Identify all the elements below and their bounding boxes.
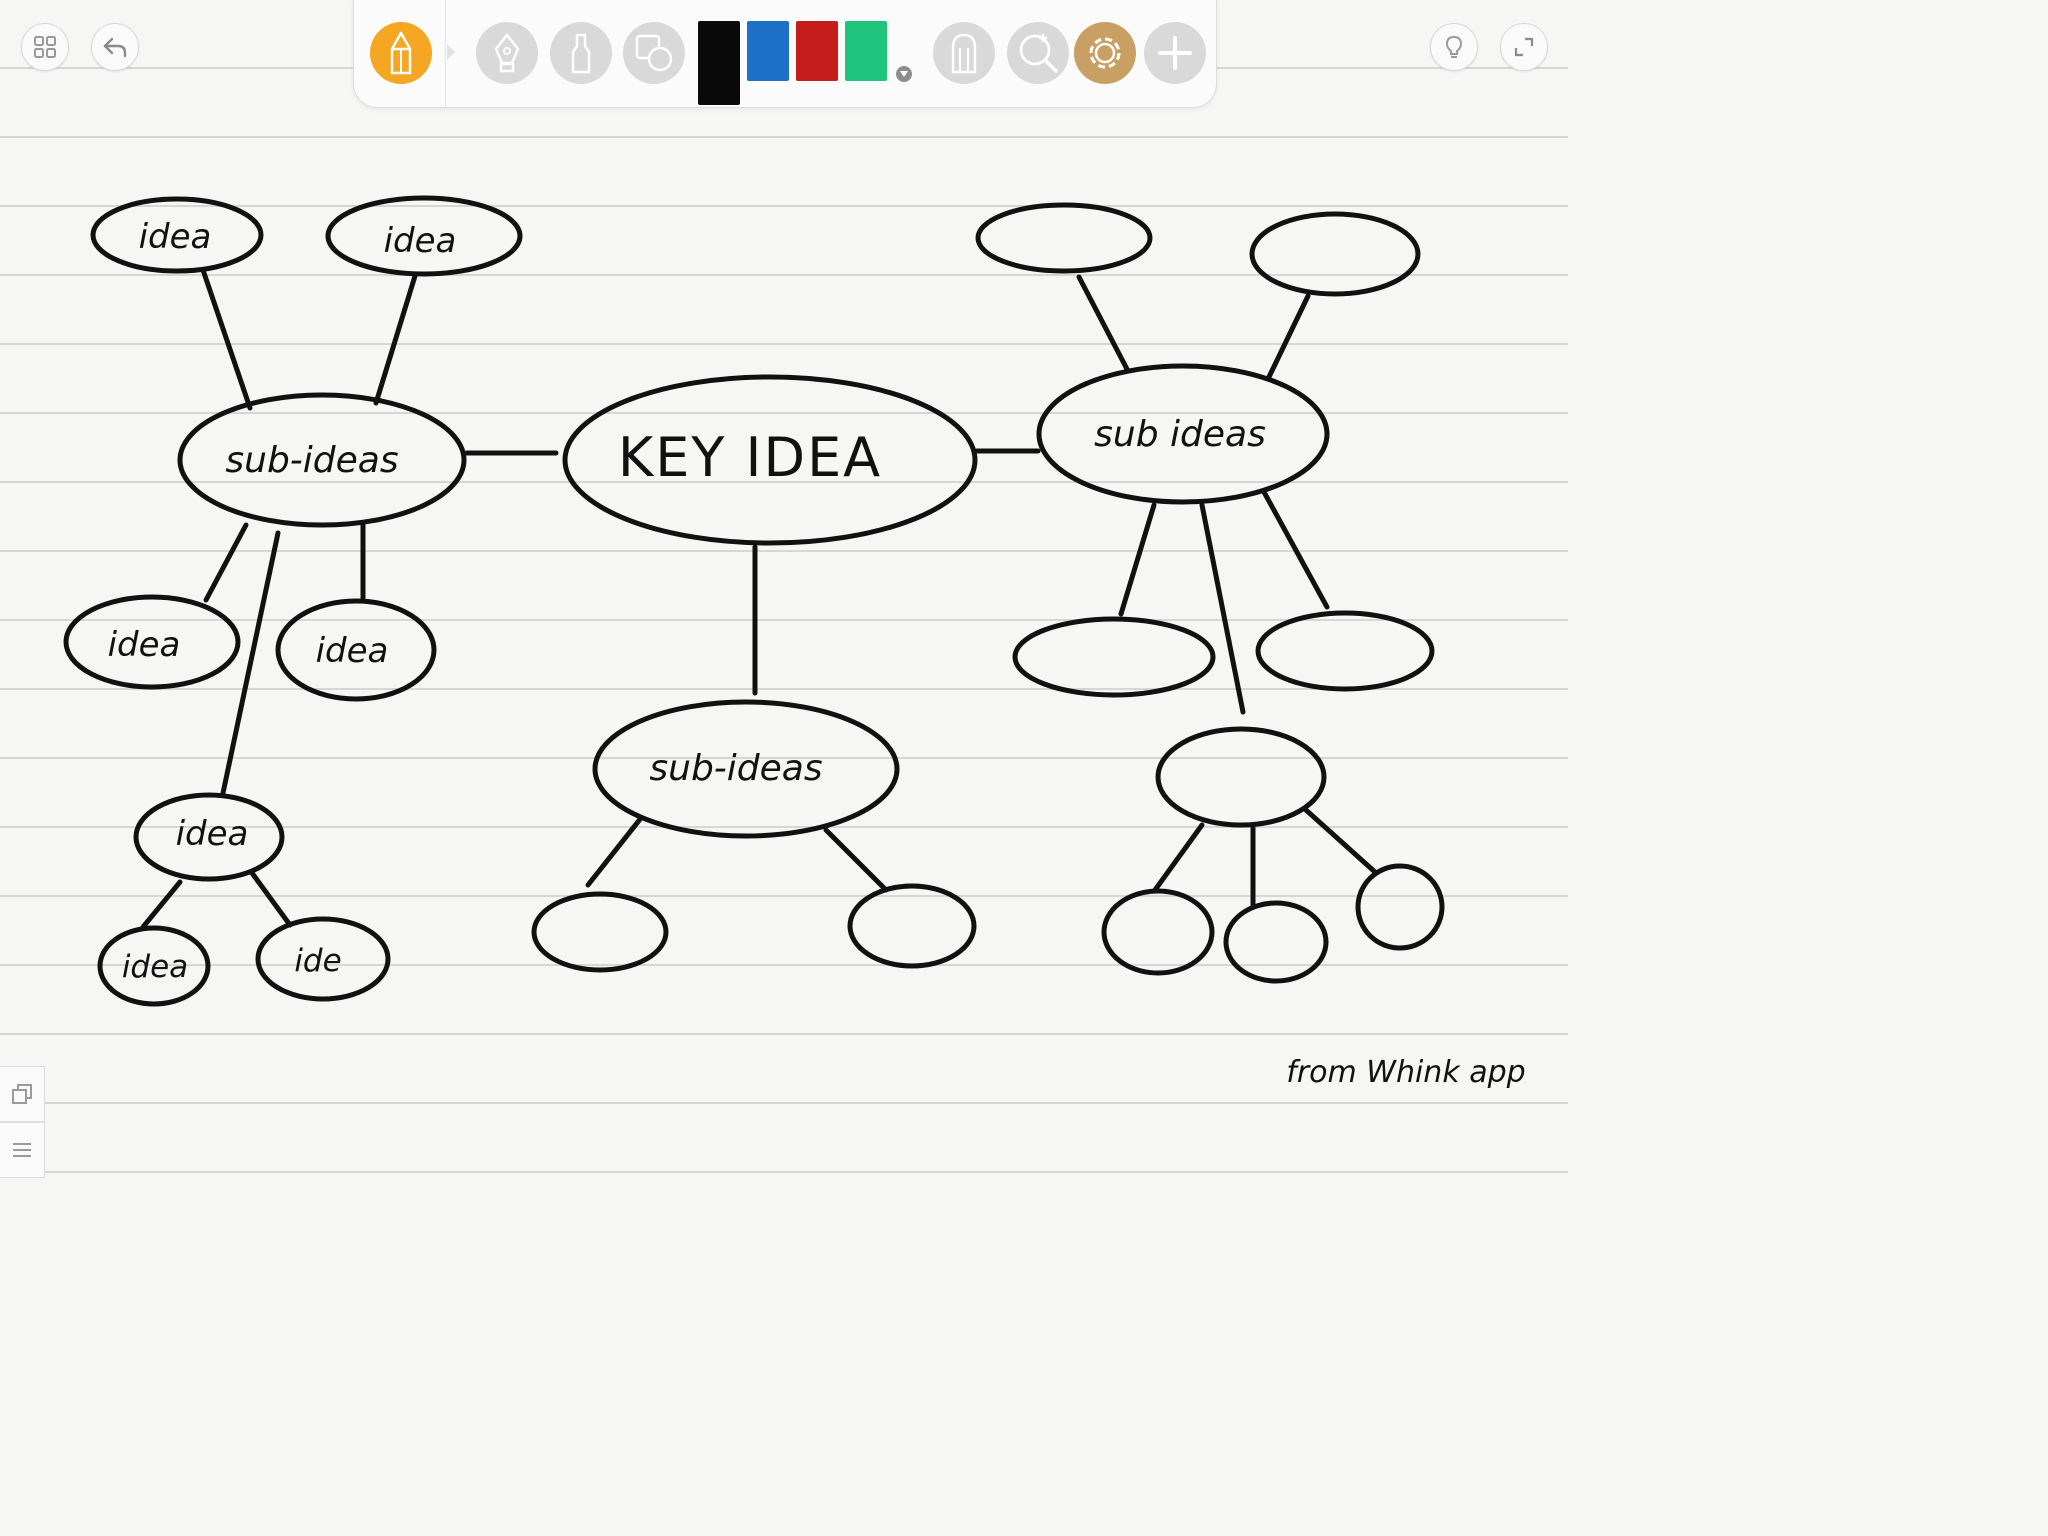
idea-node[interactable] bbox=[275, 598, 437, 702]
empty-node[interactable] bbox=[847, 883, 977, 969]
empty-node[interactable] bbox=[1012, 616, 1216, 698]
color-swatch-green[interactable] bbox=[845, 21, 887, 81]
empty-node[interactable] bbox=[1223, 900, 1329, 984]
idea-label: ide bbox=[294, 943, 341, 979]
pen-icon bbox=[494, 33, 520, 73]
key-idea-label: KEY IDEA bbox=[618, 426, 882, 489]
idea-label: idea bbox=[139, 217, 212, 257]
pencil-icon bbox=[390, 31, 412, 75]
left-subideas-label: sub-ideas bbox=[225, 440, 398, 481]
add-icon bbox=[1158, 36, 1192, 70]
pages-icon bbox=[12, 1084, 32, 1104]
idea-label: idea bbox=[108, 625, 181, 665]
idea-node[interactable] bbox=[97, 925, 211, 1007]
drawing-canvas[interactable]: KEY IDEA sub-ideas sub ideas sub-ideas i… bbox=[0, 0, 1568, 1176]
pencil-tool[interactable] bbox=[370, 22, 432, 84]
zoom-icon bbox=[1019, 34, 1058, 73]
expand-icon bbox=[1514, 37, 1534, 57]
eraser-tool[interactable] bbox=[933, 22, 995, 84]
empty-node[interactable] bbox=[1249, 211, 1421, 297]
chevron-down-icon bbox=[900, 71, 908, 77]
add-tool[interactable] bbox=[1144, 22, 1206, 84]
bottom-subideas-label: sub-ideas bbox=[649, 748, 822, 789]
color-swatch-black[interactable] bbox=[698, 21, 740, 105]
grid-icon bbox=[34, 36, 56, 58]
right-subideas-label: sub ideas bbox=[1094, 414, 1266, 455]
empty-node[interactable] bbox=[1255, 610, 1435, 692]
drawing-toolbar bbox=[353, 0, 1217, 108]
idea-node[interactable] bbox=[90, 196, 264, 274]
menu-button[interactable] bbox=[0, 1122, 45, 1178]
empty-node[interactable] bbox=[1155, 726, 1327, 828]
empty-node[interactable] bbox=[1355, 863, 1445, 951]
grid-view-button[interactable] bbox=[21, 23, 69, 71]
menu-icon bbox=[13, 1143, 31, 1157]
color-swatch-blue[interactable] bbox=[747, 21, 789, 81]
highlighter-icon bbox=[571, 33, 591, 74]
undo-icon bbox=[103, 37, 127, 58]
empty-node[interactable] bbox=[975, 202, 1153, 274]
idea-node[interactable] bbox=[325, 195, 523, 277]
shapes-tool[interactable] bbox=[623, 22, 685, 84]
idea-label: idea bbox=[176, 814, 249, 854]
shapes-icon bbox=[635, 34, 673, 72]
bottom-subideas-node[interactable] bbox=[592, 699, 900, 839]
pen-tool[interactable] bbox=[476, 22, 538, 84]
lightbulb-icon bbox=[1445, 35, 1463, 58]
idea-node[interactable] bbox=[63, 594, 241, 690]
empty-node[interactable] bbox=[1101, 888, 1215, 976]
key-idea-node[interactable] bbox=[562, 374, 978, 546]
lasso-tool[interactable] bbox=[1074, 22, 1136, 84]
divider-arrow bbox=[447, 44, 455, 60]
tips-button[interactable] bbox=[1430, 23, 1478, 71]
idea-label: idea bbox=[122, 949, 188, 985]
idea-node[interactable] bbox=[255, 916, 391, 1002]
idea-label: idea bbox=[316, 631, 389, 671]
color-swatch-red[interactable] bbox=[796, 21, 838, 81]
highlighter-tool[interactable] bbox=[550, 22, 612, 84]
more-colors-button[interactable] bbox=[896, 66, 912, 82]
idea-label: idea bbox=[384, 221, 457, 261]
fullscreen-button[interactable] bbox=[1500, 23, 1548, 71]
undo-button[interactable] bbox=[91, 23, 139, 71]
eraser-icon bbox=[951, 33, 977, 74]
empty-node[interactable] bbox=[531, 891, 669, 973]
zoom-tool[interactable] bbox=[1007, 22, 1069, 84]
connector-lines bbox=[140, 267, 1378, 930]
idea-node[interactable] bbox=[133, 792, 285, 882]
ruled-paper bbox=[0, 0, 1568, 1176]
left-subideas-node[interactable] bbox=[177, 392, 467, 528]
toolbar-divider bbox=[445, 0, 446, 107]
lasso-icon bbox=[1089, 37, 1121, 69]
pages-button[interactable] bbox=[0, 1066, 45, 1122]
right-subideas-node[interactable] bbox=[1036, 363, 1330, 505]
credit-text: from Whink app bbox=[1286, 1055, 1525, 1090]
